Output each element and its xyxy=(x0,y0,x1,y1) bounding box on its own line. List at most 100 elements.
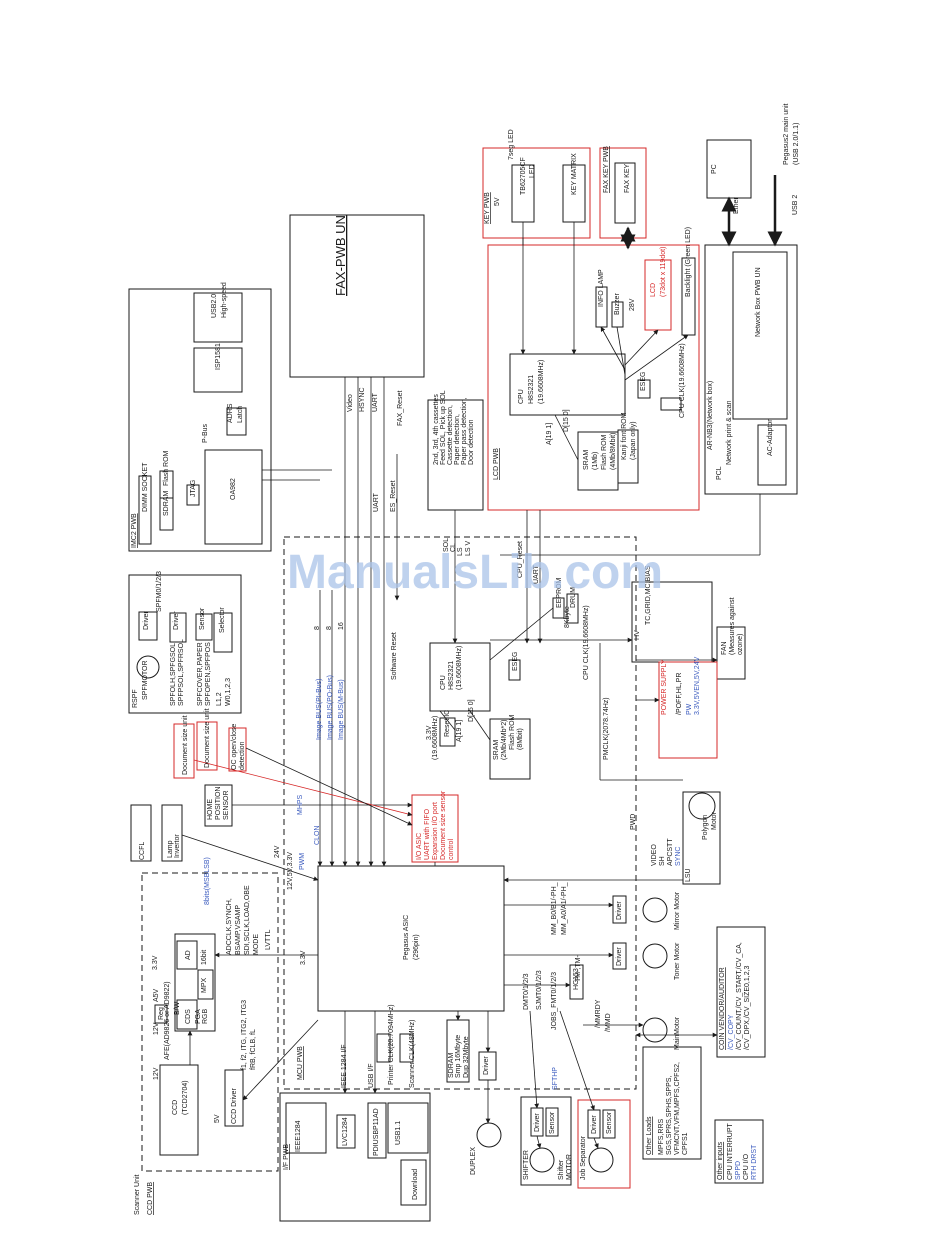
shifter-down xyxy=(536,1135,542,1149)
label-spf-sens1: SPFCOVER,PAPER xyxy=(197,642,204,706)
label-lcd-cpu: CPU xyxy=(518,389,525,404)
label-v33-reset: 3.3V xyxy=(426,725,433,740)
label-spf-w0123: W0,1,2,3 xyxy=(225,678,232,706)
label-main-flash: Flash ROM xyxy=(509,714,516,750)
label-afe-pga: PGA xyxy=(195,1009,202,1024)
polygon-lsu-box xyxy=(682,791,721,885)
label-key-5v: 5V xyxy=(494,197,501,206)
label-shifter: SHIFTER xyxy=(523,1150,530,1180)
label-fax-key: FAX KEY xyxy=(624,163,631,193)
imc-flash-box xyxy=(159,470,174,499)
label-img-bus3: Image BUS(M-Bus) xyxy=(338,679,345,740)
label-v24: 24V xyxy=(274,845,281,858)
download-box xyxy=(400,1159,427,1206)
label-afe-chip: AFE(AD9826 or AD9822) xyxy=(164,981,171,1060)
label-dmt: DMT0/1/2/3 xyxy=(523,973,530,1010)
lcd-pwb-box xyxy=(487,244,700,511)
network-box xyxy=(732,251,788,420)
label-v12-reg: 12V xyxy=(153,1022,160,1035)
jobsep-box xyxy=(577,1099,631,1189)
label-printer-clk: Printer CLK(20.7094MHz) xyxy=(388,1004,395,1085)
lcd-sram-line xyxy=(554,414,579,461)
label-home-pos1: HOME xyxy=(207,799,214,820)
label-loads4: CPFS1 xyxy=(682,1132,689,1155)
asic-to-shifter xyxy=(529,1010,540,1109)
label-kanji-note: (Japan only) xyxy=(630,421,637,460)
label-clon: CLON xyxy=(314,826,321,845)
label-imc2-pwb: IMC2 PWB xyxy=(131,513,138,548)
label-adc-sig4: MODE xyxy=(253,934,260,955)
label-afe-cds: CDS xyxy=(185,1009,192,1024)
label-coin1: /CV_COPY xyxy=(728,1014,735,1050)
doc-size2-box xyxy=(196,721,218,771)
label-io-asic3: Expansion I/O port xyxy=(432,802,439,860)
label-mirror-driver: Driver xyxy=(616,901,623,920)
lcd-eseg-box xyxy=(637,379,651,399)
label-mpx: MPX xyxy=(201,978,208,994)
label-lcd-dots: (73dot x 119dot) xyxy=(660,247,667,297)
polygon-motor xyxy=(688,792,716,820)
label-key-7seg: 7seg LED xyxy=(508,129,515,160)
lcd-clk-box xyxy=(660,397,682,411)
label-download: Download xyxy=(412,1169,419,1200)
label-sig-fax-reset: FAX_Reset xyxy=(397,391,404,426)
label-lcd-flash: Flash ROM xyxy=(601,434,608,470)
label-inputs1: CPU INTERRUPT xyxy=(727,1122,734,1180)
label-inputs-title: Other inputs xyxy=(717,1141,724,1180)
label-v33-asic: 3.3V xyxy=(300,950,307,965)
label-main-cpu-chip: H8S2321 xyxy=(448,661,455,690)
ccd-box xyxy=(159,1064,199,1156)
label-spf-sensor: Sensor xyxy=(199,607,206,630)
label-buzzer: Buzzer xyxy=(614,293,621,315)
label-ccd-sig1: f1, f2, ITG, ITG2, ITG3 xyxy=(241,1000,248,1070)
label-lsu: LSU xyxy=(685,868,692,882)
ieee-conn-box xyxy=(285,1102,327,1154)
label-adrs: ADRS xyxy=(227,403,234,423)
doc-size1-box xyxy=(173,723,195,779)
ad-box xyxy=(176,940,198,970)
label-oa982: OA982 xyxy=(230,478,237,500)
label-hc153: HC153 xyxy=(573,968,580,990)
duplex-motor xyxy=(476,1122,502,1148)
label-coin2: /CV_COUNT,/CV_START,/CV_CA, xyxy=(736,942,743,1050)
label-main-motor: MainMotor xyxy=(674,1016,681,1050)
docsize-line xyxy=(193,759,413,817)
label-cass6: Door detection xyxy=(468,419,475,465)
label-lcd-a: A[19 1] xyxy=(546,423,553,445)
ac-adaptor-box xyxy=(757,424,787,486)
lamp-to-asic xyxy=(181,834,319,881)
label-sdram-16: Smp 16Mbyte xyxy=(455,1035,462,1078)
fax-key-box xyxy=(614,162,636,224)
label-mmd: /MMD xyxy=(605,1013,612,1032)
usb-conn-box xyxy=(387,1102,429,1154)
label-ccfl: CCFL xyxy=(139,842,146,860)
label-faxkey-pwb: FAX KEY PWB xyxy=(603,146,610,193)
inputs-box xyxy=(714,1119,764,1184)
label-main-cpu-clk: CPU CLK(19.6608MHz) xyxy=(583,605,590,680)
label-sdram-main: SDRAM xyxy=(448,1053,455,1078)
label-rspf: RSPF xyxy=(132,689,139,708)
label-bus-8b: 8 xyxy=(326,626,333,630)
label-lcd-flash-size: (4Mb/8Mbit) xyxy=(610,433,617,470)
label-toner-motor: Toner Motor xyxy=(674,942,681,980)
if-pwb-box xyxy=(279,1092,431,1222)
reg-box xyxy=(154,1004,168,1024)
label-v33-afe: 3.3V xyxy=(152,955,159,970)
label-sig-ls: LS xyxy=(457,547,464,556)
pdiusb-box xyxy=(367,1102,387,1159)
label-sig-uart3: UART xyxy=(533,564,540,584)
label-spf-sol1: SPFOLH,SPFGSOL xyxy=(170,643,177,706)
label-ps-sig: /POFF,HL,PR xyxy=(676,673,683,715)
label-mm-sig1: MM_A0/A1/-PH_ xyxy=(561,882,568,935)
label-eeprom: EEPROM xyxy=(556,577,563,608)
label-if-pwb: I/F PWB xyxy=(283,1144,290,1170)
label-smt: SJMT0/1/2/3 xyxy=(536,970,543,1010)
label-ccd-12v: 12V xyxy=(153,1067,160,1080)
sram-flash-box xyxy=(489,718,531,780)
toner-motor xyxy=(642,943,668,969)
label-bus-8a: 8 xyxy=(314,626,321,630)
label-polygon-motor: Motor xyxy=(711,811,718,830)
label-lcd-pwb: LCD PWB xyxy=(493,448,500,480)
label-adc-sig3: SDI,SCLK,LOAD,OBE xyxy=(244,885,251,955)
label-sig-hsync: HSYNC xyxy=(359,387,366,412)
